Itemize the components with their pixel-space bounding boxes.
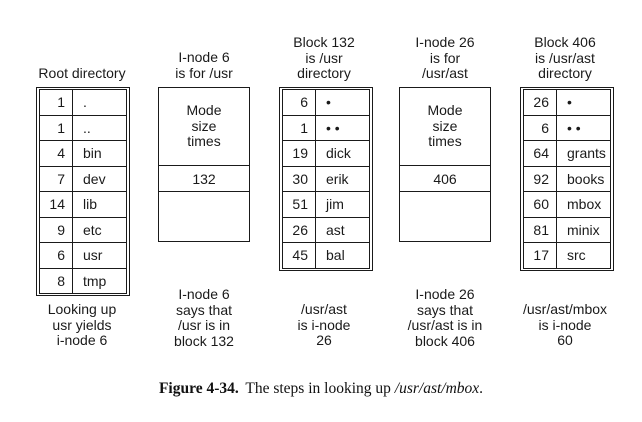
- inode-empty-section: [159, 192, 249, 241]
- block-132-header: Block 132 is /usr directory: [293, 34, 355, 81]
- directory-entry-row: 19 dick: [282, 140, 370, 167]
- entry-name-cell: erik: [315, 165, 370, 192]
- entry-name-cell: jim: [315, 191, 370, 218]
- figure-caption-path: /usr/ast/mbox: [394, 380, 480, 397]
- inode-number-cell: 1: [282, 114, 316, 141]
- directory-entry-row: 26 •: [523, 89, 611, 116]
- figure-caption-text: The steps in looking up: [245, 380, 391, 397]
- entry-name-cell: tmp: [72, 267, 127, 294]
- inode-number-cell: 1: [39, 89, 73, 116]
- inode-number-cell: 26: [523, 89, 557, 116]
- directory-entry-row: 6 • •: [523, 114, 611, 141]
- inode-number-cell: 9: [39, 216, 73, 243]
- directory-entry-row: 6 usr: [39, 242, 127, 269]
- inode-number-cell: 14: [39, 191, 73, 218]
- inode-26-box: Mode size times 406: [399, 87, 491, 242]
- directory-entry-row: 14 lib: [39, 191, 127, 218]
- entry-name-cell: books: [556, 165, 611, 192]
- block-406-header: Block 406 is /usr/ast directory: [534, 34, 596, 81]
- root-directory-header: Root directory: [38, 65, 126, 81]
- block-132-table: 6 • 1 • • 19 dick 30 erik 51 jim 26 ast: [279, 87, 373, 271]
- inode-26-header: I-node 26 is for /usr/ast: [415, 34, 475, 81]
- directory-entry-row: 1 .: [39, 89, 127, 116]
- entry-name-cell: etc: [72, 216, 127, 243]
- entry-name-cell: dick: [315, 140, 370, 167]
- inode-number-cell: 6: [39, 242, 73, 269]
- directory-entry-row: 9 etc: [39, 216, 127, 243]
- inode-number-cell: 8: [39, 267, 73, 294]
- inode-number-cell: 19: [282, 140, 316, 167]
- block-132-note: /usr/ast is i-node 26: [297, 301, 351, 348]
- inode-number-cell: 26: [282, 216, 316, 243]
- figure-caption-label: Figure 4-34.: [158, 380, 239, 397]
- directory-entry-row: 64 grants: [523, 140, 611, 167]
- figure-caption: Figure 4-34. The steps in looking up /us…: [0, 380, 642, 398]
- inode-6-box: Mode size times 132: [158, 87, 250, 242]
- entry-name-cell: usr: [72, 242, 127, 269]
- inode-number-cell: 92: [523, 165, 557, 192]
- inode-number-cell: 30: [282, 165, 316, 192]
- entry-name-cell: • •: [556, 114, 611, 141]
- inode-number-cell: 45: [282, 242, 316, 269]
- inode-number-cell: 1: [39, 114, 73, 141]
- inode-6-note: I-node 6 says that /usr is in block 132: [174, 286, 234, 349]
- inode-6-header: I-node 6 is for /usr: [175, 49, 233, 81]
- directory-entry-row: 26 ast: [282, 216, 370, 243]
- block-406-note: /usr/ast/mbox is i-node 60: [522, 301, 608, 348]
- block-406-table: 26 • 6 • • 64 grants 92 books 60 mbox 81…: [520, 87, 614, 271]
- directory-entry-row: 1 ..: [39, 114, 127, 141]
- directory-entry-row: 4 bin: [39, 140, 127, 167]
- inode-number-cell: 4: [39, 140, 73, 167]
- directory-entry-row: 51 jim: [282, 191, 370, 218]
- inode-number-cell: 7: [39, 165, 73, 192]
- entry-name-cell: .: [72, 89, 127, 116]
- inode-number-cell: 17: [523, 242, 557, 269]
- inode-26-note: I-node 26 says that /usr/ast is in block…: [407, 286, 483, 349]
- inode-empty-section: [400, 192, 490, 241]
- inode-attributes: Mode size times: [159, 88, 249, 166]
- entry-name-cell: grants: [556, 140, 611, 167]
- entry-name-cell: bin: [72, 140, 127, 167]
- directory-entry-row: 45 bal: [282, 242, 370, 269]
- directory-entry-row: 81 minix: [523, 216, 611, 243]
- directory-entry-row: 30 erik: [282, 165, 370, 192]
- entry-name-cell: •: [556, 89, 611, 116]
- entry-name-cell: src: [556, 242, 611, 269]
- inode-attributes: Mode size times: [400, 88, 490, 166]
- entry-name-cell: minix: [556, 216, 611, 243]
- inode-number-cell: 64: [523, 140, 557, 167]
- root-directory-table: 1 . 1 .. 4 bin 7 dev 14 lib 9 etc: [36, 87, 130, 296]
- directory-entry-row: 17 src: [523, 242, 611, 269]
- entry-name-cell: • •: [315, 114, 370, 141]
- entry-name-cell: ast: [315, 216, 370, 243]
- directory-entry-row: 8 tmp: [39, 267, 127, 294]
- inode-number-cell: 81: [523, 216, 557, 243]
- entry-name-cell: •: [315, 89, 370, 116]
- entry-name-cell: dev: [72, 165, 127, 192]
- entry-name-cell: bal: [315, 242, 370, 269]
- entry-name-cell: mbox: [556, 191, 611, 218]
- inode-block-pointer: 132: [159, 166, 249, 192]
- inode-number-cell: 6: [282, 89, 316, 116]
- directory-entry-row: 6 •: [282, 89, 370, 116]
- directory-entry-row: 60 mbox: [523, 191, 611, 218]
- inode-number-cell: 51: [282, 191, 316, 218]
- inode-number-cell: 6: [523, 114, 557, 141]
- root-directory-note: Looking up usr yields i-node 6: [47, 301, 117, 348]
- directory-entry-row: 7 dev: [39, 165, 127, 192]
- inode-block-pointer: 406: [400, 166, 490, 192]
- inode-number-cell: 60: [523, 191, 557, 218]
- entry-name-cell: lib: [72, 191, 127, 218]
- figure-caption-period: .: [479, 380, 484, 397]
- entry-name-cell: ..: [72, 114, 127, 141]
- directory-entry-row: 92 books: [523, 165, 611, 192]
- directory-entry-row: 1 • •: [282, 114, 370, 141]
